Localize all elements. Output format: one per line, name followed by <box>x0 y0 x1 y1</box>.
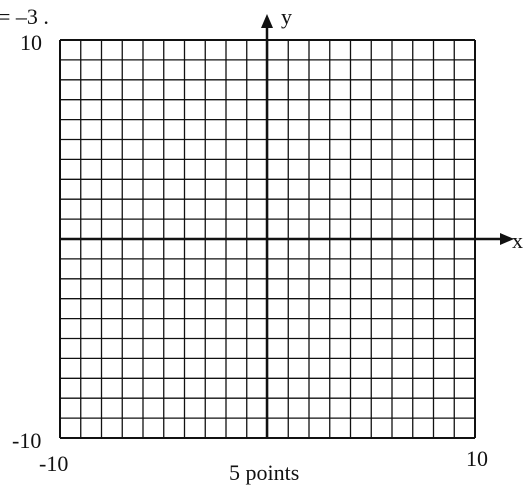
points-caption: 5 points <box>229 460 300 485</box>
y-min-tick-label: -10 <box>12 428 42 453</box>
x-axis-label: x <box>512 228 523 253</box>
x-max-tick-label: 10 <box>466 446 488 471</box>
y-axis-arrowhead <box>261 14 273 28</box>
y-max-tick-label: 10 <box>20 30 42 55</box>
x-axis-arrowhead <box>500 233 514 245</box>
question-text-fragment: = –3 . <box>0 4 49 29</box>
y-axis-label: y <box>281 4 292 29</box>
x-min-tick-label: -10 <box>39 451 69 476</box>
